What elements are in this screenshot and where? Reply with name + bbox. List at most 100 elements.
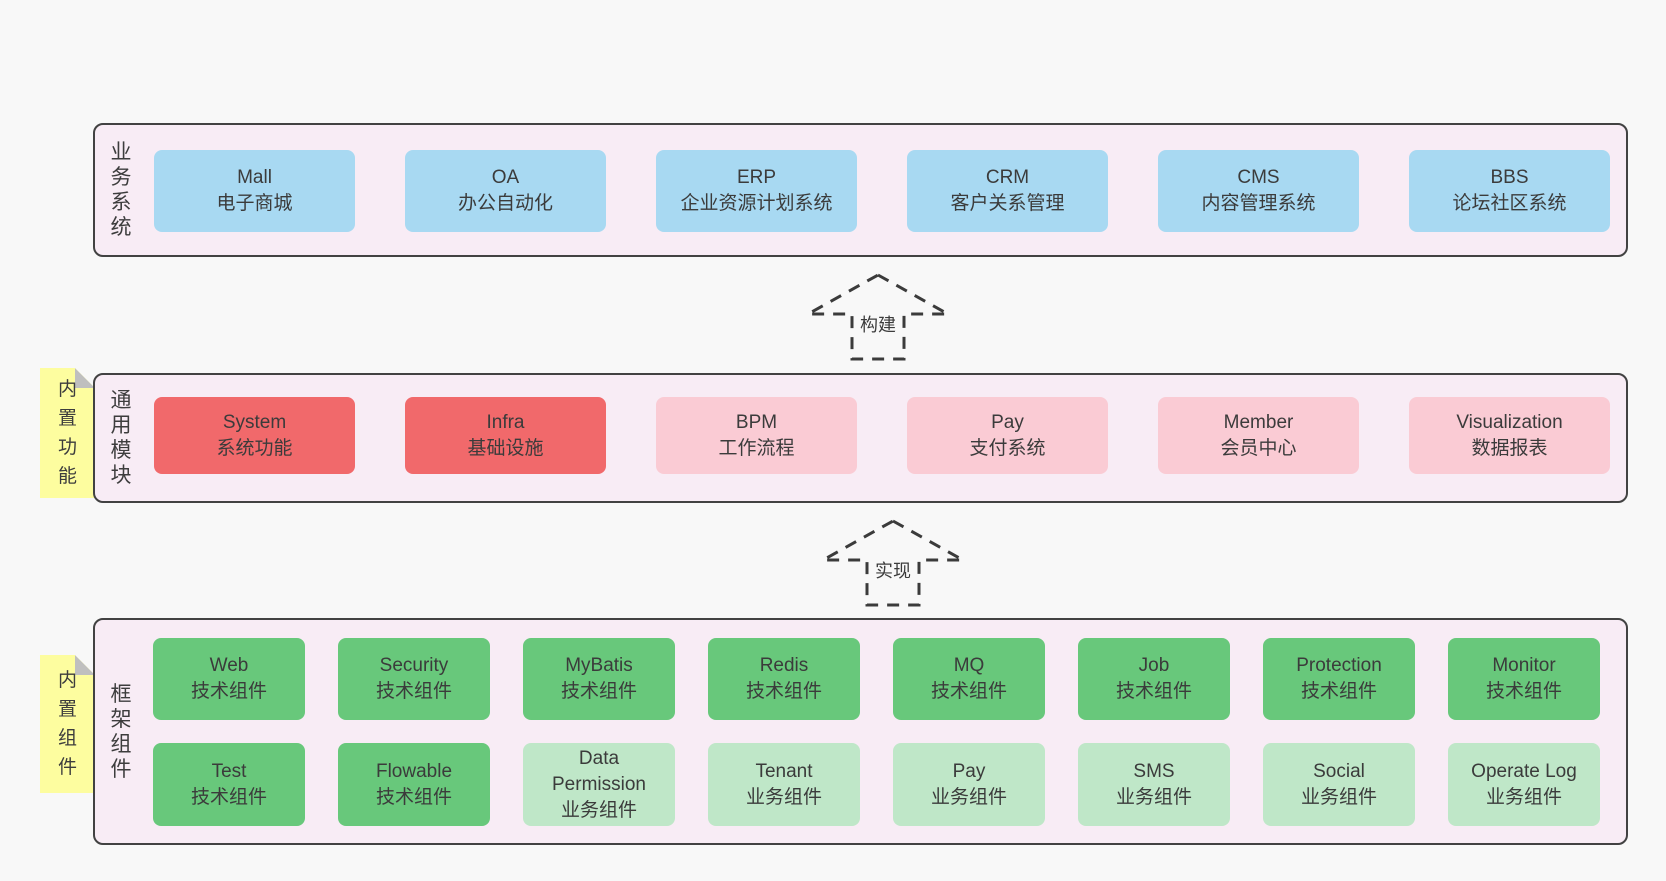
band-label-modules: 通用模块 bbox=[110, 389, 132, 487]
box-name: Social bbox=[1313, 760, 1365, 782]
components-box-row-2: Test 技术组件 Flowable 技术组件 Data Permission … bbox=[153, 743, 1600, 826]
box-member: Member 会员中心 bbox=[1158, 397, 1359, 474]
box-bpm: BPM 工作流程 bbox=[656, 397, 857, 474]
box-desc: 技术组件 bbox=[375, 681, 452, 702]
box-name: BBS bbox=[1490, 167, 1529, 188]
box-protection: Protection 技术组件 bbox=[1263, 638, 1415, 720]
box-cms: CMS 内容管理系统 bbox=[1158, 150, 1359, 232]
dashed-up-arrow-icon bbox=[805, 273, 951, 361]
box-desc: 技术组件 bbox=[1115, 681, 1192, 702]
box-name: Visualization bbox=[1456, 411, 1563, 433]
box-name: OA bbox=[491, 167, 520, 188]
note-text: 内置组件 bbox=[57, 670, 77, 778]
box-name: Job bbox=[1138, 655, 1170, 676]
box-web: Web 技术组件 bbox=[153, 638, 305, 720]
box-name: Pay bbox=[991, 411, 1024, 433]
box-test: Test 技术组件 bbox=[153, 743, 305, 826]
box-desc: 业务组件 bbox=[930, 786, 1007, 808]
box-name: Flowable bbox=[375, 760, 453, 782]
box-visualization: Visualization 数据报表 bbox=[1409, 397, 1610, 474]
box-desc: 论坛社区系统 bbox=[1452, 193, 1567, 214]
dashed-up-arrow-icon bbox=[820, 519, 966, 607]
box-name: SMS bbox=[1133, 760, 1175, 782]
box-desc: 业务组件 bbox=[1485, 786, 1562, 808]
box-name: Member bbox=[1223, 411, 1294, 433]
box-name: System bbox=[222, 411, 287, 433]
box-redis: Redis 技术组件 bbox=[708, 638, 860, 720]
box-name: Operate Log bbox=[1471, 760, 1577, 782]
box-desc: 办公自动化 bbox=[457, 193, 553, 214]
sticky-note-built-in-functions: 内置功能 bbox=[40, 368, 95, 498]
business-box-row: Mall 电子商城 OA 办公自动化 ERP 企业资源计划系统 CRM 客户关系… bbox=[154, 150, 1610, 232]
box-mall: Mall 电子商城 bbox=[154, 150, 355, 232]
box-name: Pay bbox=[952, 760, 986, 782]
box-mq: MQ 技术组件 bbox=[893, 638, 1045, 720]
band-framework-components: 框架组件 Web 技术组件 Security 技术组件 MyBatis 技术组件… bbox=[93, 618, 1628, 845]
box-desc: 技术组件 bbox=[560, 681, 637, 702]
modules-box-row: System 系统功能 Infra 基础设施 BPM 工作流程 Pay 支付系统… bbox=[154, 397, 1610, 474]
box-pay-business: Pay 业务组件 bbox=[893, 743, 1045, 826]
box-desc: 电子商城 bbox=[216, 193, 293, 214]
box-desc: 支付系统 bbox=[969, 437, 1046, 459]
box-system: System 系统功能 bbox=[154, 397, 355, 474]
band-label-components: 框架组件 bbox=[110, 682, 132, 781]
box-infra: Infra 基础设施 bbox=[405, 397, 606, 474]
box-desc: 系统功能 bbox=[216, 437, 293, 459]
box-desc: 技术组件 bbox=[930, 681, 1007, 702]
box-name: Infra bbox=[486, 411, 525, 433]
implement-arrow: 实现 bbox=[820, 518, 966, 608]
box-name: Protection bbox=[1296, 655, 1382, 676]
box-desc: 业务组件 bbox=[560, 799, 637, 821]
box-name: BPM bbox=[735, 411, 778, 433]
box-name: Tenant bbox=[755, 760, 813, 782]
build-arrow-label: 构建 bbox=[857, 314, 899, 336]
box-name: ERP bbox=[736, 167, 777, 188]
box-desc: 业务组件 bbox=[1115, 786, 1192, 808]
band-label-business: 业务系统 bbox=[110, 141, 132, 239]
build-arrow: 构建 bbox=[805, 272, 951, 362]
box-desc: 会员中心 bbox=[1220, 437, 1297, 459]
box-desc: 技术组件 bbox=[190, 786, 267, 808]
box-tenant: Tenant 业务组件 bbox=[708, 743, 860, 826]
box-desc: 工作流程 bbox=[718, 437, 795, 459]
note-text: 内置功能 bbox=[57, 379, 77, 487]
band-business-systems: 业务系统 Mall 电子商城 OA 办公自动化 ERP 企业资源计划系统 CRM… bbox=[93, 123, 1628, 257]
box-data-permission: Data Permission 业务组件 bbox=[523, 743, 675, 826]
box-desc: 技术组件 bbox=[745, 681, 822, 702]
box-desc: 业务组件 bbox=[1300, 786, 1377, 808]
box-desc: 技术组件 bbox=[375, 786, 452, 808]
box-desc: 基础设施 bbox=[467, 437, 544, 459]
box-social: Social 业务组件 bbox=[1263, 743, 1415, 826]
box-desc: 技术组件 bbox=[190, 681, 267, 702]
box-desc: 业务组件 bbox=[745, 786, 822, 808]
box-name: Mall bbox=[237, 167, 272, 188]
box-desc: 企业资源计划系统 bbox=[680, 193, 833, 214]
box-desc: 内容管理系统 bbox=[1201, 193, 1316, 214]
box-name: Security bbox=[379, 655, 449, 676]
box-name: Test bbox=[211, 760, 247, 782]
box-security: Security 技术组件 bbox=[338, 638, 490, 720]
implement-arrow-label: 实现 bbox=[872, 560, 914, 582]
sticky-note-built-in-components: 内置组件 bbox=[40, 655, 95, 793]
box-operate-log: Operate Log 业务组件 bbox=[1448, 743, 1600, 826]
box-desc: 技术组件 bbox=[1485, 681, 1562, 702]
components-box-row-1: Web 技术组件 Security 技术组件 MyBatis 技术组件 Redi… bbox=[153, 638, 1600, 720]
box-job: Job 技术组件 bbox=[1078, 638, 1230, 720]
box-crm: CRM 客户关系管理 bbox=[907, 150, 1108, 232]
box-flowable: Flowable 技术组件 bbox=[338, 743, 490, 826]
box-name: CRM bbox=[985, 167, 1030, 188]
box-name: Monitor bbox=[1492, 655, 1556, 676]
box-pay: Pay 支付系统 bbox=[907, 397, 1108, 474]
band-common-modules: 通用模块 System 系统功能 Infra 基础设施 BPM 工作流程 Pay… bbox=[93, 373, 1628, 503]
box-name: Web bbox=[209, 655, 249, 676]
box-desc: 客户关系管理 bbox=[950, 193, 1065, 214]
box-desc: 技术组件 bbox=[1300, 681, 1377, 702]
box-monitor: Monitor 技术组件 bbox=[1448, 638, 1600, 720]
box-mybatis: MyBatis 技术组件 bbox=[523, 638, 675, 720]
box-name: CMS bbox=[1237, 167, 1280, 188]
box-name: Data Permission bbox=[552, 747, 646, 795]
box-name: MyBatis bbox=[565, 655, 633, 676]
box-oa: OA 办公自动化 bbox=[405, 150, 606, 232]
box-name: Redis bbox=[759, 655, 809, 676]
box-sms: SMS 业务组件 bbox=[1078, 743, 1230, 826]
